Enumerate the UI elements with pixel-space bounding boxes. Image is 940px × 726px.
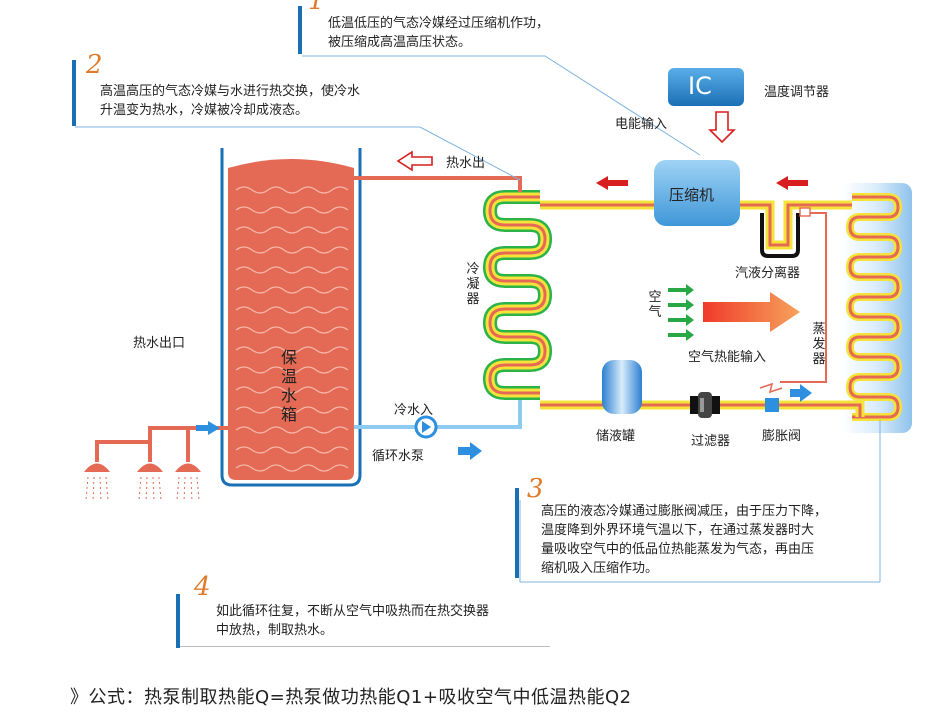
hot-water-pipe (354, 176, 522, 192)
flow-arrow-left (776, 176, 808, 190)
liquid-receiver (602, 360, 642, 414)
note-3: 3 高压的液态冷媒通过膨胀阀减压，由于压力下降， 温度降到外界环境气温以下，在通… (515, 476, 895, 582)
note-line: 被压缩成高温高压状态。 (328, 35, 472, 50)
pump-label: 循环水泵 (372, 449, 425, 464)
note-1: 1 低温低压的气态冷媒经过压缩机作功， 被压缩成高温高压状态。 (298, 0, 658, 56)
filter-icon (690, 392, 720, 418)
note-line: 温度降到外界环境气温以下，在通过蒸发器时大 (541, 523, 815, 538)
tank-outlet-arrow (196, 421, 220, 435)
note-line: 中放热，制取热水。 (216, 623, 334, 638)
air-heat-arrow (703, 292, 800, 332)
filter-label: 过滤器 (691, 434, 731, 449)
expansion-valve-label: 膨胀阀 (762, 429, 802, 444)
shower-pipes (95, 426, 228, 462)
ic-temperature-regulator (668, 68, 744, 106)
note-2: 2 高温高压的气态冷媒与水进行热交换，使冷水 升温变为热水，冷媒被冷却成液态。 (72, 52, 432, 130)
tank-wave-pattern (235, 186, 349, 472)
shower-head (84, 463, 201, 472)
step-number: 4 (194, 572, 211, 602)
air-arrows (668, 284, 694, 341)
formula-text: 》公式：热泵制取热能Q=热泵做功热能Q1+吸收空气中低温热能Q2 (70, 687, 632, 708)
power-input-label: 电能输入 (615, 117, 668, 132)
water-flow-arrow (458, 442, 482, 460)
separator-label: 汽液分离器 (735, 266, 801, 281)
water-tank (228, 159, 354, 480)
step-number: 1 (308, 0, 325, 16)
note-line: 高压的液态冷媒通过膨胀阀减压，由于压力下降， (541, 504, 828, 519)
expansion-valve-icon (759, 382, 783, 412)
note-4: 4 如此循环往复，不断从空气中吸热而在热交换器 中放热，制取热水。 (176, 572, 556, 650)
condenser-label: 冷凝器 (466, 262, 480, 307)
air-label: 空气 (648, 290, 662, 320)
tank-outline (220, 148, 362, 487)
cold-water-pipe (354, 400, 522, 429)
compressor-label: 压缩机 (669, 186, 715, 204)
evaporator-label: 蒸发器 (812, 322, 826, 367)
receiver-label: 储液罐 (596, 429, 636, 444)
air-heat-input-label: 空气热能输入 (688, 350, 767, 365)
hot-water-out-arrow (396, 150, 433, 172)
ic-label: IC (688, 72, 712, 100)
cold-in-label: 冷水入 (394, 403, 434, 418)
flow-arrow-left (596, 176, 628, 190)
shower-drops (85, 476, 200, 503)
step-number: 2 (86, 50, 103, 80)
note-line: 高温高压的气态冷媒与水进行热交换，使冷水 (100, 84, 361, 99)
tank-label: 保温水箱 (280, 348, 297, 424)
temp-regulator-label: 温度调节器 (764, 85, 830, 100)
refrigerant-loop (540, 200, 865, 417)
note-line: 量吸收空气中的低品位热能蒸发为气态，再由压 (541, 542, 815, 557)
note-line: 升温变为热水，冷媒被冷却成液态。 (100, 103, 309, 118)
hot-water-out-label: 热水出 (446, 156, 486, 171)
refrigerant-flow-arrow (790, 384, 812, 402)
step-number: 3 (527, 474, 544, 504)
note-line: 如此循环往复，不断从空气中吸热而在热交换器 (216, 604, 490, 619)
note-line: 低温低压的气态冷媒经过压缩机作功， (328, 16, 550, 31)
power-input-arrow (708, 111, 736, 144)
note-line: 缩机吸入压缩作功。 (541, 561, 659, 576)
hot-outlet-label: 热水出口 (133, 336, 186, 351)
pump-icon (414, 415, 438, 439)
callout-lines (75, 55, 881, 583)
compressor (654, 160, 740, 226)
gas-liquid-separator (760, 207, 811, 258)
